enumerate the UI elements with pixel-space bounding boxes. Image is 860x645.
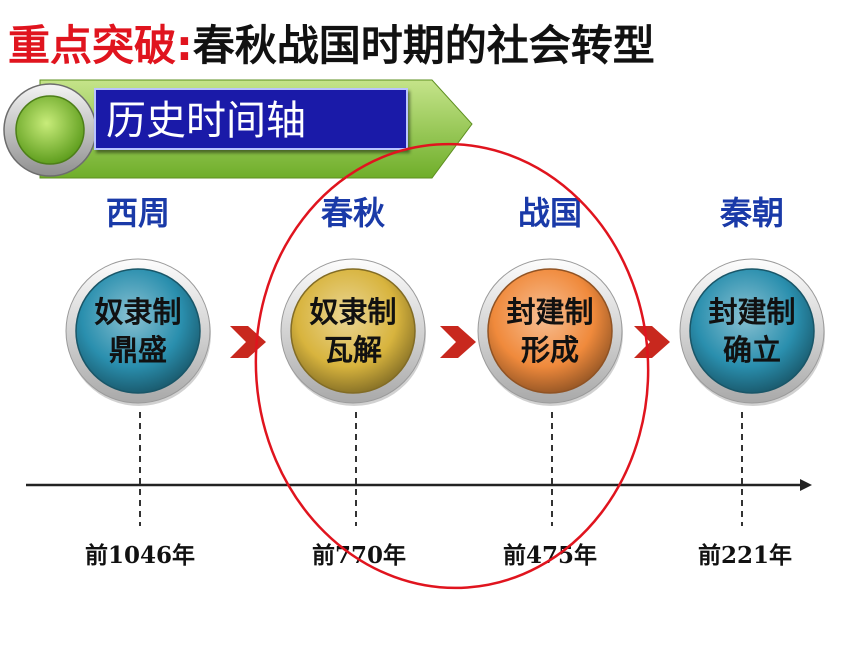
node-label: 封建制 确立 — [708, 295, 796, 367]
title-highlight: 重点突破: — [8, 21, 193, 70]
node-label: 奴隶制 鼎盛 — [94, 295, 182, 367]
banner-title: 历史时间轴 — [94, 88, 408, 150]
year-label: 前475年 — [502, 542, 597, 569]
year-label: 前1046年 — [84, 542, 195, 569]
node-circle — [679, 258, 825, 406]
timeline-node: 封建制 确立 — [677, 256, 827, 406]
section-banner: 历史时间轴 — [0, 78, 480, 188]
era-label: 西周 — [105, 194, 170, 232]
year-label: 前770年 — [311, 542, 406, 569]
node-circle — [65, 258, 211, 406]
year-label: 前221年 — [697, 542, 792, 569]
title-main: 春秋战国时期的社会转型 — [192, 21, 655, 70]
page-title: 重点突破:春秋战国时期的社会转型 — [8, 18, 655, 74]
axis-arrowhead-icon — [800, 479, 812, 491]
era-label: 秦朝 — [719, 194, 784, 232]
timeline-node: 奴隶制 鼎盛 — [63, 256, 213, 406]
